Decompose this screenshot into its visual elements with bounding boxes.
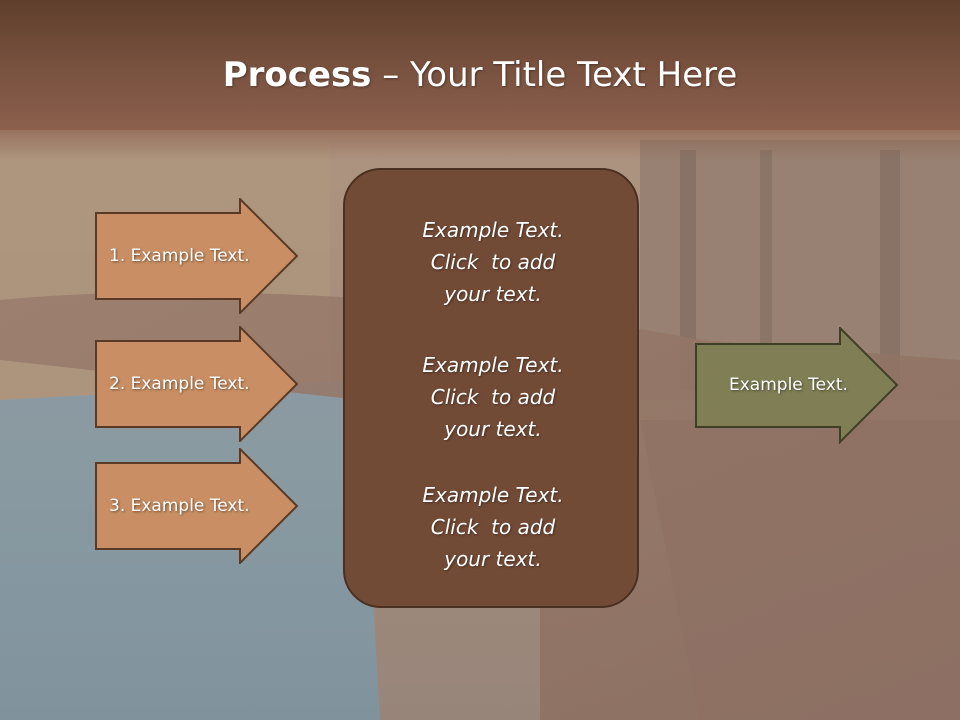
- center-text-box[interactable]: Example Text. Click to add your text. Ex…: [343, 168, 639, 608]
- block-2-line-1: Example Text.: [422, 353, 564, 377]
- block-2-line-3: your text.: [444, 417, 542, 441]
- title-bold: Process: [222, 55, 372, 95]
- left-arrow-3[interactable]: 3. Example Text.: [95, 448, 299, 564]
- left-arrow-3-label: 3. Example Text.: [109, 496, 250, 516]
- left-arrow-2[interactable]: 2. Example Text.: [95, 326, 299, 442]
- title-rest: – Your Title Text Here: [371, 55, 738, 95]
- arrow-shape-1: [95, 198, 299, 314]
- block-2-line-2: Click to add: [430, 385, 556, 409]
- header-fade: [0, 120, 960, 160]
- slide-title[interactable]: Process – Your Title Text Here: [0, 52, 960, 98]
- left-arrow-2-label: 2. Example Text.: [109, 374, 250, 394]
- block-1-line-3: your text.: [444, 282, 542, 306]
- block-1-line-1: Example Text.: [422, 218, 564, 242]
- arrow-shape-2: [95, 326, 299, 442]
- center-text-block-1: Example Text. Click to add your text.: [345, 214, 641, 310]
- arrow-shape-3: [95, 448, 299, 564]
- block-1-line-2: Click to add: [430, 250, 556, 274]
- left-arrow-1[interactable]: 1. Example Text.: [95, 198, 299, 314]
- right-arrow-shape: [695, 327, 899, 445]
- center-text-block-2: Example Text. Click to add your text.: [345, 349, 641, 445]
- center-text-block-3: Example Text. Click to add your text.: [345, 479, 641, 575]
- block-3-line-2: Click to add: [430, 515, 556, 539]
- left-arrow-1-label: 1. Example Text.: [109, 246, 250, 266]
- right-arrow-label: Example Text.: [729, 375, 848, 395]
- block-3-line-3: your text.: [444, 547, 542, 571]
- header-band: [0, 0, 960, 130]
- right-arrow[interactable]: Example Text.: [695, 327, 899, 445]
- block-3-line-1: Example Text.: [422, 483, 564, 507]
